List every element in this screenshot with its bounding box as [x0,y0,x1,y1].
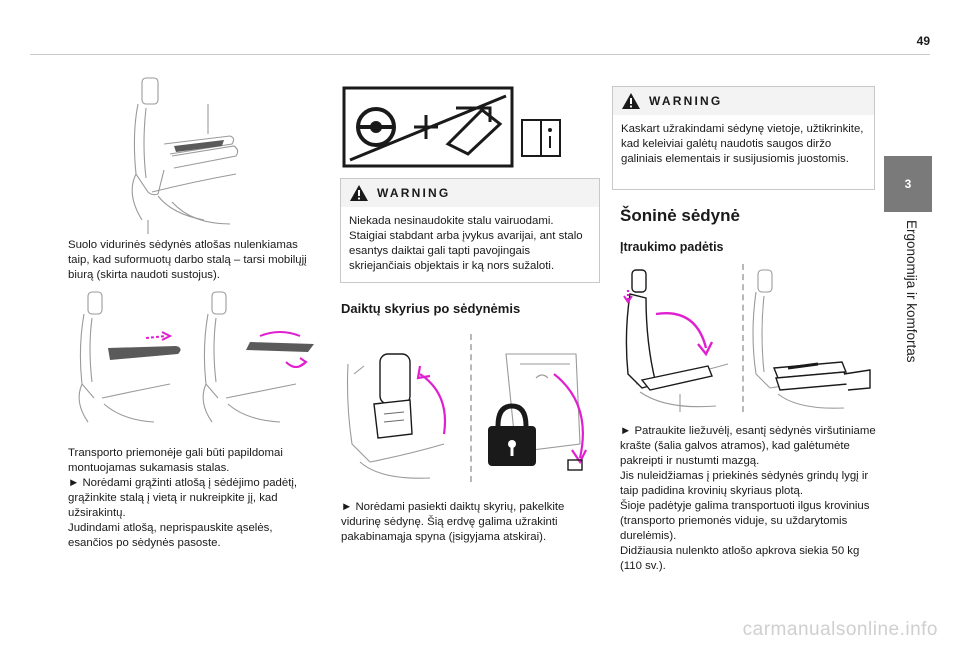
watermark: carmanualsonline.info [742,619,938,640]
no-table-while-driving-pictogram [340,84,566,170]
page-number: 49 [916,34,930,48]
chapter-tab[interactable]: 3 [884,156,932,212]
illustration-lift-seat [340,334,464,482]
para-long-loads: Šioje padėtyje galima transportuoti ilgu… [620,500,870,542]
section-heading-side-seat: Šoninė sėdynė [620,206,740,225]
section-heading-storage: Daiktų skyrius po sėdynėmis [341,301,521,316]
illustration-table-fold [66,288,190,428]
warning-title: WARNING [649,94,723,108]
para-return-backrest: ► Norėdami grąžinti atlošą į sėdėjimo pa… [68,477,298,519]
illustration-seat-table [112,74,262,234]
warning-triangle-icon [349,184,369,202]
warning-box-table: WARNING Niekada nesinaudokite stalu vair… [340,178,600,283]
para-lowered-floor: Jis nuleidžiamas į priekinės sėdynės gri… [620,470,869,497]
caption-seat-table: Suolo vidurinės sėdynės atlošas nulenkia… [68,239,307,281]
subheading-retraction: Įtraukimo padėtis [620,240,724,254]
header-rule [30,54,930,55]
illustration-tilt-seat [616,264,736,412]
chapter-title: Ergonomija ir komfortas [904,220,919,363]
illustration-seat-folded [748,264,872,412]
caption-storage-access: ► Norėdami pasiekti daiktų skyrių, pakel… [341,501,565,543]
para-caution-eyelet: Judindami atlošą, neprispauskite ąselės,… [68,522,273,549]
warning-title: WARNING [377,186,451,200]
illustration-padlock [476,334,600,482]
warning-triangle-icon [621,92,641,110]
warning-text: Niekada nesinaudokite stalu vairuodami. … [349,215,583,272]
divider-dashed [470,334,473,482]
para-swivel-table: Transporto priemonėje gali būti papildom… [68,447,283,474]
warning-text: Kaskart užrakindami sėdynę vietoje, užti… [621,123,864,165]
para-max-load: Didžiausia nulenkto atlošo apkrova sieki… [620,545,860,572]
illustration-table-rotate [196,288,320,428]
warning-box-side-seat: WARNING Kaskart užrakindami sėdynę vieto… [612,86,875,190]
divider-dashed [742,264,745,412]
para-pull-tab: ► Patraukite liežuvėlį, esantį sėdynės v… [620,425,876,467]
